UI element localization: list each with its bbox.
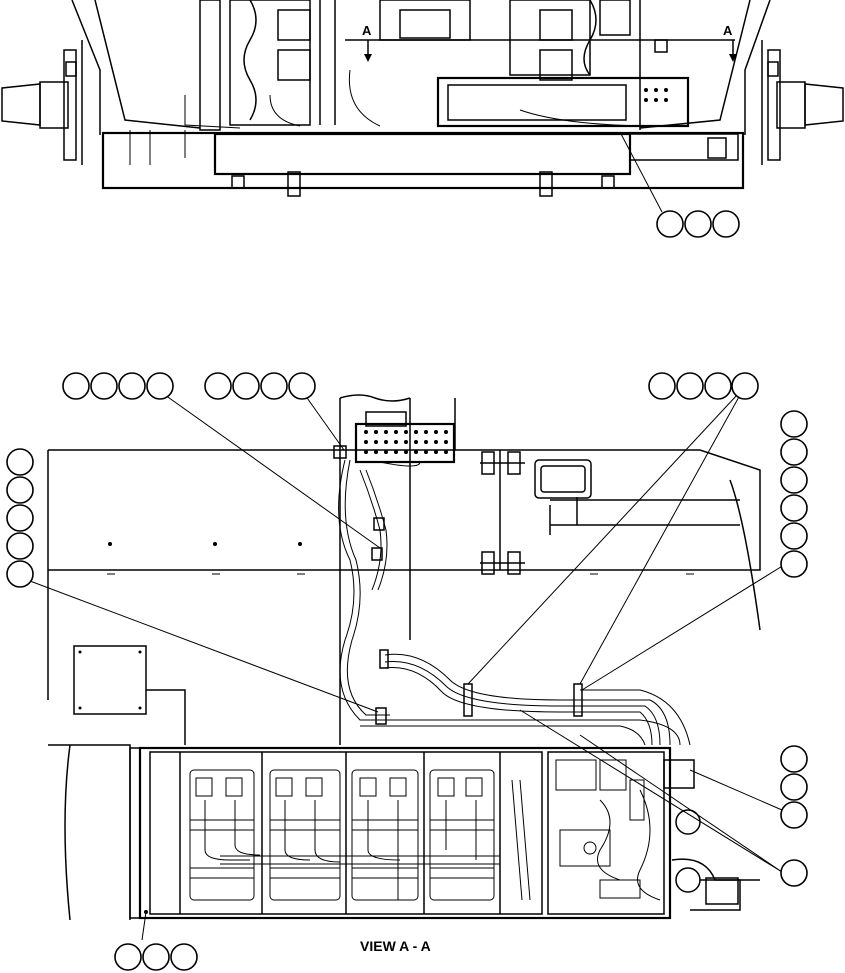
callout-balloon [62, 372, 90, 400]
top-leader [619, 131, 663, 213]
left-axle-hub [1, 40, 83, 165]
callout-balloon [780, 550, 808, 578]
callout-balloon [712, 210, 740, 238]
callout-balloon [676, 372, 704, 400]
callout-balloon [731, 372, 759, 400]
callout-balloon [6, 476, 34, 504]
right-flare [744, 0, 771, 135]
cover-plate [73, 645, 147, 715]
callout-balloon [6, 532, 34, 560]
callout-balloons [6, 210, 808, 971]
callout-balloon [648, 372, 676, 400]
connector-block [354, 422, 456, 464]
fuse-panel [511, 759, 661, 901]
leader-lines [21, 394, 785, 941]
view-a-a [47, 394, 761, 921]
callout-balloon [260, 372, 288, 400]
callout-balloon [114, 943, 142, 971]
callout-balloon [6, 448, 34, 476]
callout-balloon [6, 560, 34, 588]
battery-tray [138, 746, 672, 920]
callout-balloon [780, 773, 808, 801]
callout-balloon [780, 522, 808, 550]
controller-unit [436, 76, 690, 128]
callout-balloon [780, 801, 808, 829]
callout-balloon [118, 372, 146, 400]
section-marker-right: A [723, 23, 733, 38]
callout-balloon [146, 372, 174, 400]
harness-column [339, 398, 411, 745]
top-view: A A [1, 0, 844, 213]
callout-balloon [6, 504, 34, 532]
battery-cells [189, 769, 500, 901]
callout-balloon [780, 466, 808, 494]
section-marker-left: A [362, 23, 372, 38]
right-axle-hub [761, 40, 844, 165]
left-flare [71, 0, 101, 135]
callout-balloon [780, 410, 808, 438]
callout-balloon [656, 210, 684, 238]
callout-balloon [170, 943, 198, 971]
callout-balloon [142, 943, 170, 971]
callout-balloon [780, 438, 808, 466]
relay-box [534, 459, 592, 499]
wire-harness [338, 459, 691, 746]
callout-balloon [780, 859, 808, 887]
callout-balloon [780, 745, 808, 773]
callout-balloon [288, 372, 316, 400]
frame-plate [48, 449, 761, 571]
callout-balloon [90, 372, 118, 400]
callout-balloon [704, 372, 732, 400]
callout-balloon [684, 210, 712, 238]
callout-balloon [232, 372, 260, 400]
view-title: VIEW A - A [360, 938, 431, 954]
callout-balloon [780, 494, 808, 522]
callout-balloon [204, 372, 232, 400]
battery-box-top [213, 132, 632, 176]
